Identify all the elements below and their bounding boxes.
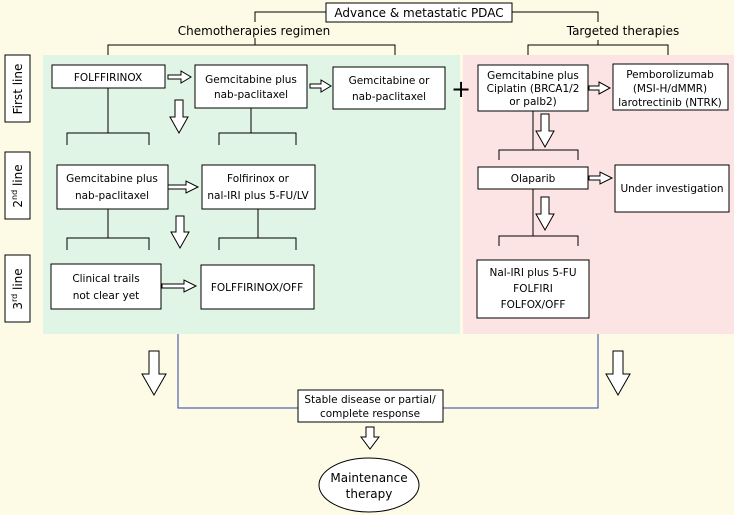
arrow-right-3 bbox=[167, 180, 200, 194]
svg-text:(MSI-H/dMMR): (MSI-H/dMMR) bbox=[633, 83, 707, 95]
box-gemcitabine-or: Gemcitabine or nab-paclitaxel bbox=[332, 66, 446, 110]
svg-text:Stable disease or partial/: Stable disease or partial/ bbox=[304, 394, 436, 406]
bracket-gem-nab-1 bbox=[218, 108, 297, 145]
arrow-right-4 bbox=[161, 279, 198, 293]
line-label-third: 3rd line bbox=[4, 254, 31, 323]
svg-text:nab-paclitaxel: nab-paclitaxel bbox=[75, 190, 149, 202]
box-pemborolizumab: Pemborolizumab (MSI-H/dMMR) larotrectini… bbox=[612, 63, 729, 111]
svg-text:or palb2): or palb2) bbox=[509, 96, 557, 108]
title-box: Advance & metastatic PDAC bbox=[325, 2, 513, 23]
arrow-down-left bbox=[141, 350, 167, 397]
plus-sign: + bbox=[451, 75, 471, 103]
arrow-down-1 bbox=[169, 99, 189, 135]
box-under-investigation: Under investigation bbox=[614, 164, 730, 213]
svg-text:nab-paclitaxel: nab-paclitaxel bbox=[214, 89, 288, 101]
svg-text:Gemcitabine plus: Gemcitabine plus bbox=[205, 74, 297, 86]
svg-text:larotrectinib (NTRK): larotrectinib (NTRK) bbox=[618, 97, 722, 109]
chemo-bracket bbox=[107, 38, 396, 55]
svg-text:Gemcitabine plus: Gemcitabine plus bbox=[66, 173, 158, 185]
svg-text:FOLFFIRINOX: FOLFFIRINOX bbox=[74, 72, 142, 84]
branch-chemo: Chemotherapies regimen bbox=[178, 24, 330, 38]
box-gemcitabine-ciplatin: Gemcitabine plus Ciplatin (BRCA1/2 or pa… bbox=[477, 64, 589, 112]
svg-text:Gemcitabine plus: Gemcitabine plus bbox=[487, 70, 579, 82]
arrow-down-right bbox=[605, 350, 631, 397]
svg-text:complete response: complete response bbox=[320, 408, 420, 420]
box-gemcitabine-nab-1: Gemcitabine plus nab-paclitaxel bbox=[194, 64, 308, 109]
ellipse-maintenance: Maintenance therapy bbox=[318, 457, 420, 513]
svg-text:not clear yet: not clear yet bbox=[73, 290, 140, 302]
arrow-right-1 bbox=[167, 70, 192, 84]
svg-text:Olaparib: Olaparib bbox=[511, 173, 556, 185]
bracket-folfirinox bbox=[66, 88, 150, 145]
box-folfirinox: FOLFFIRINOX bbox=[51, 64, 166, 89]
bottom-connector bbox=[177, 334, 599, 409]
branch-targeted: Targeted therapies bbox=[566, 24, 680, 38]
svg-text:Gemcitabine or: Gemcitabine or bbox=[349, 75, 431, 87]
svg-text:Pemborolizumab: Pemborolizumab bbox=[626, 69, 714, 81]
arrow-down-maint bbox=[360, 426, 380, 450]
title-bracket bbox=[254, 11, 599, 22]
svg-text:FOLFFIRINOX/OFF: FOLFFIRINOX/OFF bbox=[211, 282, 303, 294]
line-label-first: First line bbox=[4, 54, 31, 123]
bracket-olaparib bbox=[498, 189, 579, 246]
box-clinical-trails: Clinical trails not clear yet bbox=[50, 263, 162, 310]
arrow-down-4 bbox=[535, 196, 555, 232]
title: Advance & metastatic PDAC bbox=[334, 6, 503, 20]
arrow-down-3 bbox=[535, 113, 555, 149]
bracket-gem-ciplatin bbox=[498, 111, 579, 160]
bracket-folfirinox-or bbox=[218, 209, 297, 250]
line-label-second: 2nd line bbox=[4, 151, 31, 220]
svg-text:Ciplatin (BRCA1/2: Ciplatin (BRCA1/2 bbox=[487, 83, 580, 95]
box-olaparib: Olaparib bbox=[477, 166, 589, 190]
svg-text:First line: First line bbox=[11, 64, 25, 115]
svg-text:Folfirinox or: Folfirinox or bbox=[227, 173, 290, 185]
arrow-right-5 bbox=[588, 81, 612, 95]
box-folffirinox-off: FOLFFIRINOX/OFF bbox=[200, 264, 315, 310]
svg-text:nal-IRI plus 5-FU/LV: nal-IRI plus 5-FU/LV bbox=[207, 190, 309, 202]
svg-text:FOLFOX/OFF: FOLFOX/OFF bbox=[501, 299, 566, 311]
svg-text:FOLFIRI: FOLFIRI bbox=[513, 283, 553, 295]
arrow-right-6 bbox=[588, 171, 614, 185]
svg-text:Maintenance: Maintenance bbox=[330, 471, 407, 485]
box-gemcitabine-nab-2: Gemcitabine plus nab-paclitaxel bbox=[56, 164, 169, 210]
arrow-down-2 bbox=[170, 215, 190, 250]
targeted-bracket bbox=[527, 40, 669, 55]
svg-text:2nd line: 2nd line bbox=[10, 164, 25, 207]
box-folfirinox-or: Folfirinox or nal-IRI plus 5-FU/LV bbox=[201, 164, 316, 210]
svg-text:3rd line: 3rd line bbox=[10, 268, 25, 309]
svg-text:therapy: therapy bbox=[346, 487, 393, 501]
svg-text:Nal-IRI plus 5-FU: Nal-IRI plus 5-FU bbox=[489, 267, 576, 279]
box-nal-iri: Nal-IRI plus 5-FU FOLFIRI FOLFOX/OFF bbox=[476, 259, 590, 319]
svg-text:Clinical trails: Clinical trails bbox=[72, 273, 139, 285]
box-stable-disease: Stable disease or partial/ complete resp… bbox=[297, 389, 444, 423]
bracket-gem-nab-2 bbox=[66, 209, 150, 250]
svg-text:nab-paclitaxel: nab-paclitaxel bbox=[352, 91, 426, 103]
arrow-right-2 bbox=[309, 79, 332, 93]
svg-text:Under investigation: Under investigation bbox=[620, 183, 723, 195]
